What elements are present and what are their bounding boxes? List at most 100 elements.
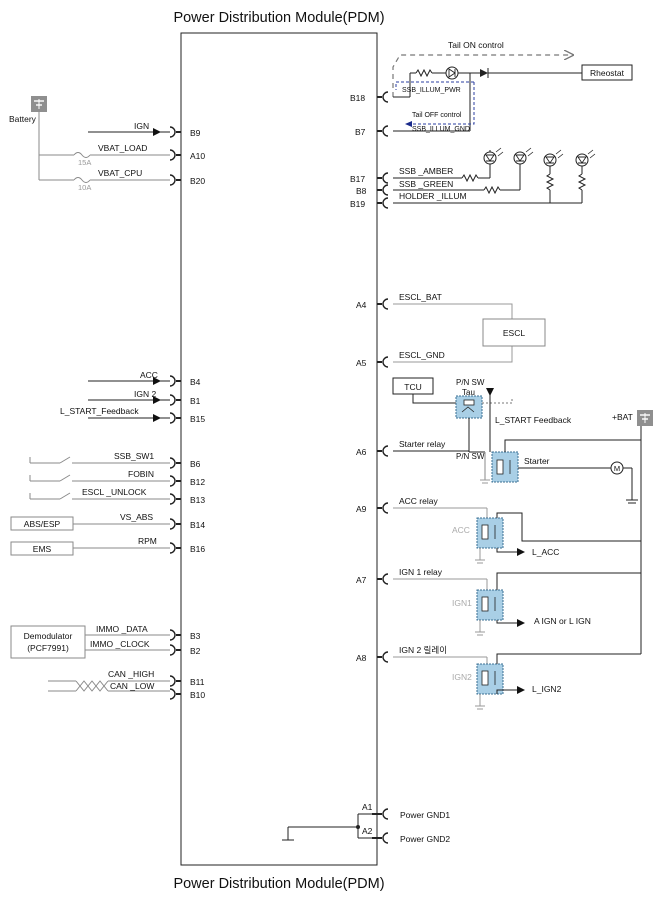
signal-ssb-amber: SSB _AMBER [399,166,453,176]
pin-id-b1: B1 [190,396,201,406]
pin-id-b15: B15 [190,414,205,424]
led-icon-4 [575,149,596,167]
pin-id-a10: A10 [190,151,205,161]
pin-id-a2: A2 [362,826,373,836]
page-title: Power Distribution Module(PDM) [173,10,384,26]
pin-b1: IGN 2 B1 [88,389,201,406]
battery-label: Battery [9,114,37,124]
signal-ssb-sw1: SSB_SW1 [114,451,154,461]
pin-id-a8: A8 [356,653,367,663]
pin-a2: A2 Power GND2 [362,826,450,844]
led-icon-3 [543,149,564,167]
signal-rpm: RPM [138,536,157,546]
pin-b3: IMMO _DATA B3 [85,624,201,641]
signal-ign-2: IGN 2 [134,389,156,399]
ign2-relay-icon [476,663,504,695]
tcu-label: TCU [404,382,421,392]
signal-ssb-green: SSB _GREEN [399,179,453,189]
battery-symbol [31,96,47,180]
signal-ign2-relay: IGN 2 릴레이 [399,645,447,655]
can-twisted-pair [48,680,109,692]
l-acc-label: L_ACC [532,547,559,557]
pin-id-a6: A6 [356,447,367,457]
tau-label: Tau [462,388,475,397]
ign1-relay: IGN1 A IGN or L IGN [452,572,641,636]
bat-label: +BAT [612,412,633,422]
signal-immo-clock: IMMO _CLOCK [90,639,150,649]
escl-box [482,318,546,347]
pin-id-b18: B18 [350,93,365,103]
pin-b9: IGN B9 [88,121,201,138]
pin-a7: A7 IGN 1 relay [356,567,488,590]
signal-escl-gnd: ESCL_GND [399,350,445,360]
ssb-illum-circuit: Rheostat SSB_ILLUM_PWR SSB_ILLUM_GND [393,64,633,133]
ign2-relay: IGN2 L_IGN2 [452,653,641,710]
ign1-relay-icon [476,589,504,621]
signal-acc: ACC [140,370,158,380]
l-start-feedback-label: L_START Feedback [495,415,572,425]
signal-holder-illum: HOLDER _ILLUM [399,191,467,201]
ssb-illum-pwr-label: SSB_ILLUM_PWR [402,87,461,94]
signal-acc-relay: ACC relay [399,496,438,506]
signal-immo-data: IMMO _DATA [96,624,148,634]
starter-relay: P/N SW Starter M [456,439,641,504]
pin-b2: IMMO _CLOCK B2 [85,639,201,656]
pn-sw-label-2: P/N SW [456,452,485,461]
signal-can-high: CAN _HIGH [108,669,154,679]
rheostat-label: Rheostat [590,68,625,78]
signal-can-low: CAN _LOW [110,681,154,691]
tail-off-control-line [412,82,475,125]
pin-id-b10: B10 [190,690,205,700]
pin-id-b12: B12 [190,477,205,487]
rheostat-box [581,64,633,81]
pin-b16: EMS RPM B16 [10,536,205,556]
l-ign2-label: L_IGN2 [532,684,562,694]
pin-b8: B8 SSB _GREEN [356,179,453,196]
signal-vbat-cpu: VBAT_CPU [98,168,142,178]
fuse-15a: 15A [78,158,91,167]
pin-a1: A1 Power GND1 [362,802,450,820]
page-title-bottom: Power Distribution Module(PDM) [173,876,384,892]
pin-id-a1: A1 [362,802,373,812]
pin-id-a4: A4 [356,300,367,310]
ign2-relay-name: IGN2 [452,672,472,682]
pdm-module-box [180,32,378,866]
pin-b6: SSB_SW1 B6 [29,451,201,469]
led-network [393,147,596,204]
pin-b14: ABS/ESP VS_ABS B14 [10,512,205,531]
demodulator-part: (PCF7991) [27,643,69,653]
demodulator: Demodulator (PCF7991) [10,625,86,659]
ground-network [282,813,372,841]
bat-symbol: +BAT [612,410,653,654]
pin-a4: A4 ESCL_BAT [356,292,442,310]
demodulator-label: Demodulator [24,631,73,641]
pin-id-b3: B3 [190,631,201,641]
pin-id-b13: B13 [190,495,205,505]
abs-esp-label: ABS/ESP [24,519,61,529]
tail-off-label: Tail OFF control [412,112,462,119]
signal-starter-relay: Starter relay [399,439,446,449]
pin-id-b11: B11 [190,677,205,687]
pin-b20: VBAT_CPU 10A B20 [39,168,205,192]
escl-label: ESCL [503,328,525,338]
acc-relay-icon [476,517,504,549]
pin-id-a7: A7 [356,575,367,585]
pin-b7: B7 [355,125,389,137]
starter-circuit: TCU P/N SW Tau L_START Feedback [392,377,572,452]
pin-a10: VBAT_LOAD 15A A10 [39,143,205,167]
pin-id-b2: B2 [190,646,201,656]
pin-id-b6: B6 [190,459,201,469]
pin-b4: ACC B4 [88,370,201,387]
pin-id-b4: B4 [190,377,201,387]
pin-id-b7: B7 [355,127,366,137]
pin-id-a9: A9 [356,504,367,514]
signal-fobin: FOBIN [128,469,154,479]
pin-b15: L_START_Feedback B15 [60,406,205,424]
pin-id-a5: A5 [356,358,367,368]
pin-b11: CAN _HIGH B11 [108,669,205,687]
signal-ign: IGN [134,121,149,131]
motor-label: M [614,464,620,473]
escl: ESCL [393,303,546,363]
acc-relay: ACC L_ACC [452,512,641,564]
